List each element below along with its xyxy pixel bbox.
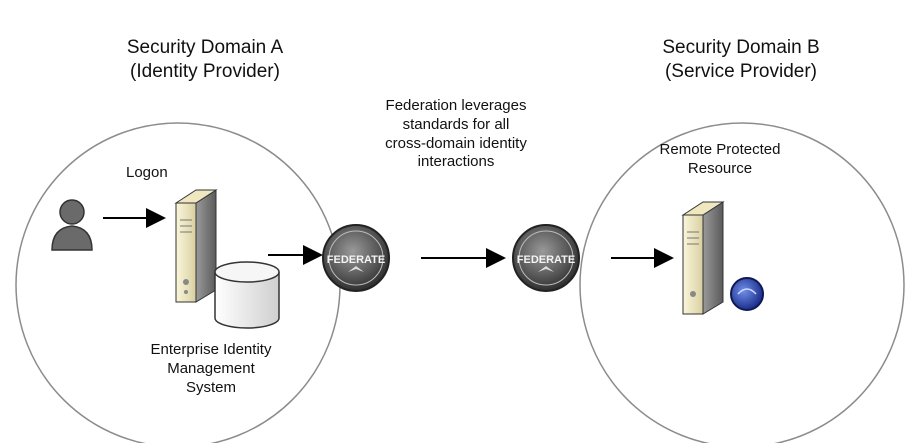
globe-badge-icon [730,277,764,311]
domain-b-circle [579,122,905,443]
domain-a-title-line1: Security Domain A [126,37,284,58]
federation-note-line2: standards for all [402,115,510,133]
server-icon [681,201,725,315]
server-icon [174,189,218,303]
resource-label-line1: Remote Protected [659,141,781,158]
federate-badge-label: FEDERATE [327,254,385,266]
resource-label-line2: Resource [687,159,753,177]
federation-note-line3: cross-domain identity [385,134,527,152]
domain-a-title-line2: (Identity Provider) [130,60,280,82]
domain-a-title: Security Domain A (Identity Provider) [100,36,310,84]
system-label-line1: Enterprise Identity [150,341,272,358]
federate-badge-icon [512,224,580,292]
federation-note: Federation leverages standards for all c… [366,97,546,172]
federation-note-line1: Federation leverages [385,97,527,114]
domain-b-title: Security Domain B (Service Provider) [636,36,846,84]
system-label-line2: Management [167,359,255,377]
domain-b-title-line1: Security Domain B [662,37,820,58]
system-label: Enterprise Identity Management System [136,341,286,397]
user-icon [51,199,93,251]
system-label-line3: System [185,378,236,396]
federate-badge-icon [322,224,390,292]
domain-b-title-line2: (Service Provider) [664,60,818,82]
logon-label: Logon [126,164,168,181]
federate-badge-label: FEDERATE [517,254,575,266]
database-icon [214,261,280,329]
federation-note-line4: interactions [417,153,495,171]
resource-label: Remote Protected Resource [640,141,800,179]
